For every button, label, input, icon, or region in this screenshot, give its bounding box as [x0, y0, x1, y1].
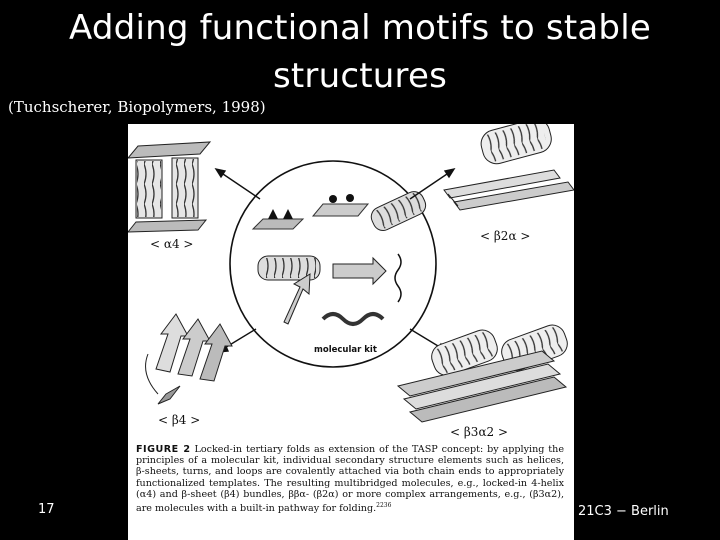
- molecular-kit-label: molecular kit: [314, 345, 377, 355]
- beta3alpha2-label: < β3α2 >: [450, 425, 508, 439]
- citation: (Tuchscherer, Biopolymers, 1998): [8, 98, 266, 116]
- figure-image: molecular kit < α4 >: [128, 124, 574, 540]
- alpha4-label: < α4 >: [150, 237, 193, 251]
- alpha4-bundle: < α4 >: [128, 141, 212, 251]
- molecular-kit-circle: molecular kit: [229, 160, 437, 368]
- beta4-structure: < β4 >: [145, 313, 233, 427]
- footer-event: 21C3 − Berlin: [578, 504, 669, 519]
- caption-body: Locked-in tertiary folds as extension of…: [136, 444, 564, 515]
- caption-ref: 2236: [376, 502, 392, 510]
- figure-caption: FIGURE 2 Locked-in tertiary folds as ext…: [136, 444, 564, 514]
- beta2alpha-structure: < β2α >: [443, 124, 574, 243]
- figure-drawing: molecular kit < α4 >: [128, 124, 574, 439]
- slide-title: Adding functional motifs to stable struc…: [69, 8, 651, 96]
- beta4-label: < β4 >: [158, 413, 200, 427]
- page-number: 17: [38, 502, 55, 517]
- beta3alpha2-structure: < β3α2 >: [396, 324, 568, 439]
- caption-lead: FIGURE 2: [136, 444, 191, 455]
- beta2alpha-label: < β2α >: [480, 229, 530, 243]
